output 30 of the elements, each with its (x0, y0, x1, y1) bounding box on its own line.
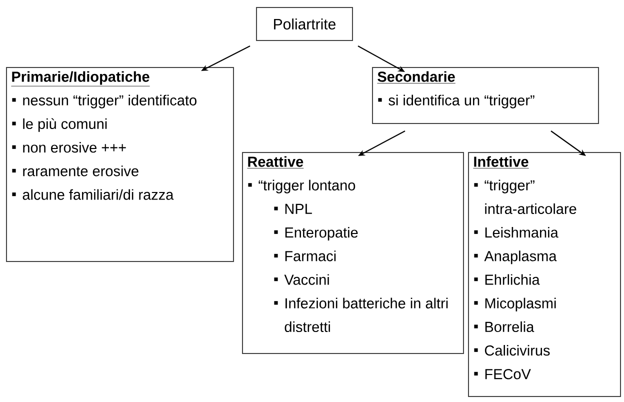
bullet-item: Leishmania (474, 227, 558, 238)
heading: Primarie/Idiopatiche (11, 71, 150, 86)
bullet-item: non erosive +++ (12, 142, 126, 153)
bullet-item: nessun “trigger” identificato (12, 94, 196, 108)
bullet-item: FECoV (474, 368, 531, 380)
text-box (468, 152, 621, 397)
bullet-item: raramente erosive (12, 166, 138, 176)
bullet-item: Ehrlichia (474, 274, 540, 285)
bullet-item: Vaccini (274, 274, 329, 285)
text-box (372, 67, 599, 124)
bullet-item: Anaplasma (474, 250, 557, 264)
bullet-item: Farmaci (274, 250, 336, 262)
bullet-item: Borrelia (474, 321, 534, 332)
text-box (6, 67, 234, 262)
bullet-item: NPL (274, 204, 312, 214)
bullet-item: Calicivirus (474, 345, 550, 356)
heading: Reattive (247, 156, 304, 168)
bullet-item: “trigger” intra-articolare (474, 180, 576, 214)
bullet-item: Enteropatie (274, 227, 358, 241)
text-box (242, 152, 464, 354)
title-text: Poliartrite (274, 18, 336, 30)
bullet-item: Micoplasmi (474, 298, 556, 312)
bullet-item: le più comuni (12, 118, 107, 132)
title-box (256, 7, 353, 41)
heading: Secondarie (377, 71, 456, 84)
bullet-item: si identifica un “trigger” (378, 94, 534, 108)
bullet-item: Infezioni batteriche in altri distretti (274, 298, 448, 332)
heading: Infettive (473, 156, 529, 168)
bullet-item: “trigger lontano (248, 180, 356, 194)
bullet-item: alcune familiari/di razza (12, 189, 174, 200)
